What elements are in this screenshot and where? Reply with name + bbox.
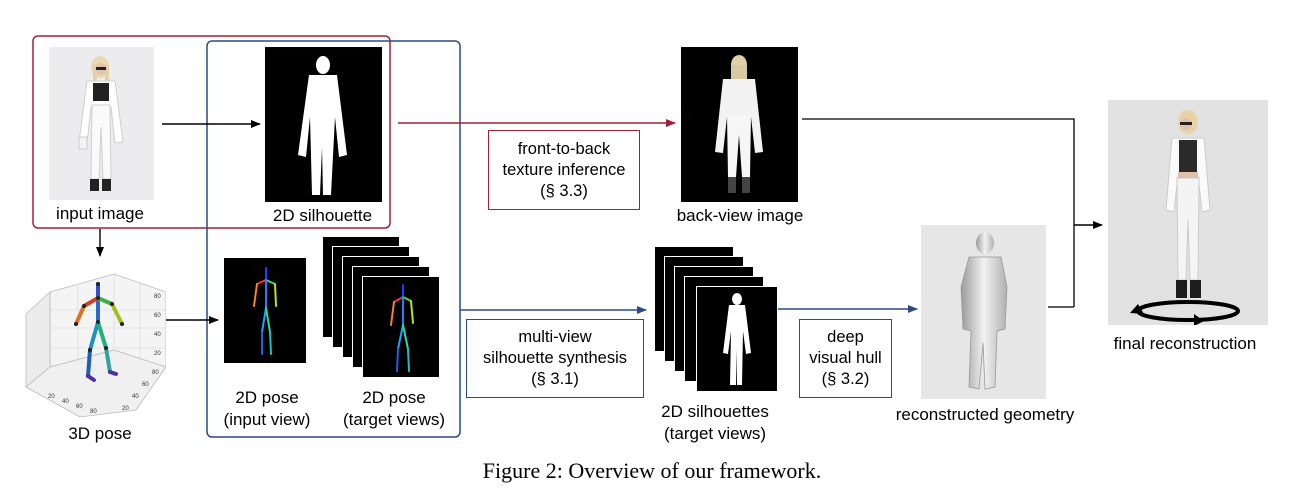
pose-2d-input-image bbox=[224, 258, 306, 363]
pose-2d-target-skeleton bbox=[390, 284, 414, 372]
pose-2d-target-stack bbox=[322, 236, 444, 378]
input-image-label: input image bbox=[56, 204, 144, 223]
x-tick-40: 40 bbox=[62, 399, 69, 405]
silhouettes-label-2: (target views) bbox=[663, 424, 767, 443]
silhouette-shape bbox=[298, 56, 347, 195]
back-view-label: back-view image bbox=[676, 206, 804, 225]
x-tick-20: 20 bbox=[48, 394, 55, 400]
silhouettes-stack bbox=[654, 246, 778, 392]
input-image bbox=[49, 47, 154, 200]
synthesis-box-line3: (§ 3.1) bbox=[468, 369, 642, 390]
x-tick-80: 80 bbox=[90, 409, 97, 415]
y-tick-20: 20 bbox=[122, 406, 129, 412]
final-reconstruction-image bbox=[1108, 100, 1268, 326]
pose-3d-chart: 80 60 40 20 20 40 60 80 20 40 60 80 bbox=[25, 273, 167, 418]
silhouette-target-shape bbox=[723, 293, 751, 385]
silhouettes-label-1: 2D silhouettes bbox=[661, 402, 769, 421]
final-label: final reconstruction bbox=[1113, 334, 1257, 353]
y-tick-80: 80 bbox=[152, 370, 159, 376]
texture-box-line2: texture inference bbox=[490, 160, 638, 181]
pose-2d-input-label-2: (input view) bbox=[223, 410, 311, 429]
line-backview-merge bbox=[802, 118, 1075, 307]
input-frame bbox=[32, 35, 391, 229]
reconstructed-geometry-image bbox=[921, 225, 1046, 399]
geometry-mesh bbox=[960, 232, 1008, 390]
pose-2d-input-skeleton bbox=[253, 267, 277, 355]
z-tick-60: 60 bbox=[154, 313, 161, 319]
back-view-figure bbox=[715, 55, 763, 193]
hull-box-line3: (§ 3.2) bbox=[801, 369, 890, 390]
person-photo-icon bbox=[78, 56, 124, 191]
back-view-image bbox=[681, 47, 798, 202]
synthesis-box-line2: silhouette synthesis bbox=[468, 348, 642, 369]
pose-3d-plot: 80 60 40 20 20 40 60 80 20 40 60 80 bbox=[18, 262, 167, 420]
hull-box-line2: visual hull bbox=[801, 348, 890, 369]
silhouette-image bbox=[265, 47, 382, 202]
x-tick-60: 60 bbox=[76, 404, 83, 410]
z-tick-40: 40 bbox=[154, 332, 161, 338]
texture-box-line1: front-to-back bbox=[490, 139, 638, 160]
synthesis-box-line1: multi-view bbox=[468, 327, 642, 348]
pose-2d-input-label-1: 2D pose bbox=[235, 388, 299, 407]
hull-box-line1: deep bbox=[801, 327, 890, 348]
pose-2d-target-label-1: 2D pose bbox=[362, 388, 426, 407]
pose-2d-target-label-2: (target views) bbox=[342, 410, 446, 429]
texture-box-line3: (§ 3.3) bbox=[490, 181, 638, 202]
z-tick-80: 80 bbox=[154, 294, 161, 300]
geometry-label: reconstructed geometry bbox=[895, 405, 1075, 424]
pose-3d-label: 3D pose bbox=[68, 424, 132, 443]
final-figure bbox=[1130, 110, 1240, 326]
silhouette-label: 2D silhouette bbox=[272, 206, 373, 225]
y-tick-40: 40 bbox=[132, 394, 139, 400]
z-tick-20: 20 bbox=[154, 351, 161, 357]
pose-frame bbox=[206, 40, 461, 438]
y-tick-60: 60 bbox=[142, 382, 149, 388]
figure-caption: Figure 2: Overview of our framework. bbox=[482, 458, 822, 483]
